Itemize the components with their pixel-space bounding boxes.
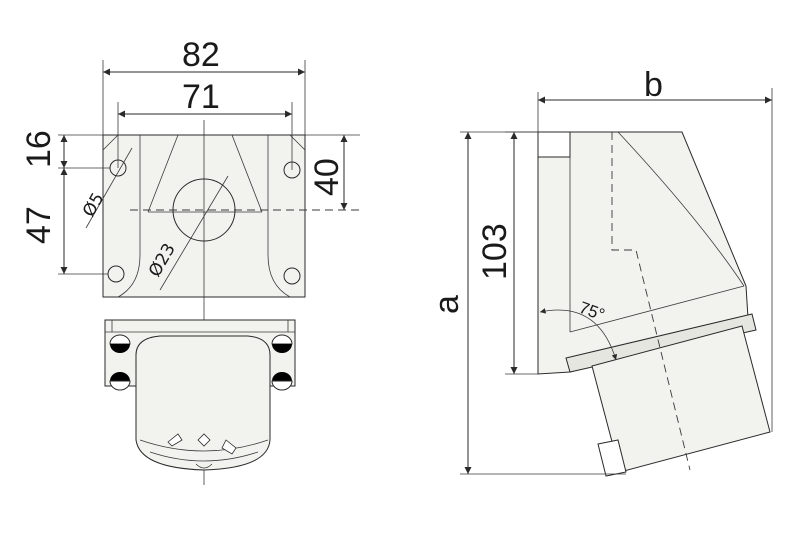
side-centerline: [611, 132, 691, 471]
dim-47-label: 47: [20, 206, 58, 244]
plug-barrel: [591, 325, 771, 473]
dim-16-label: 16: [20, 130, 58, 168]
dim-71-label: 71: [182, 78, 220, 116]
plate-ribs: [102, 134, 306, 298]
pin-right: [221, 439, 237, 455]
angle-arc: [539, 308, 618, 361]
front-view: Ø5 Ø23 82 71: [20, 36, 360, 485]
seal-bottom-left: [110, 372, 130, 381]
dim-82-label: 82: [182, 36, 220, 74]
seal-bottom-right: [272, 372, 292, 381]
dim-40-label: 40: [308, 158, 346, 196]
seal-top-right: [271, 334, 293, 345]
center-dia-leader: [159, 175, 229, 291]
dim-b-label: b: [644, 66, 663, 104]
dim-103-label: 103: [476, 223, 514, 280]
base-plate: [537, 131, 571, 158]
mount-hole-bottom-right: [283, 267, 301, 285]
side-view: 75° b 103 a: [428, 66, 773, 477]
plug-body: [135, 335, 271, 471]
pin-left: [167, 433, 183, 447]
pin-center: [197, 433, 211, 447]
center-hole: [172, 178, 236, 242]
hole-dia-leader: [85, 147, 133, 229]
seal-top-left: [109, 334, 131, 345]
dim-a-label: a: [428, 295, 466, 314]
